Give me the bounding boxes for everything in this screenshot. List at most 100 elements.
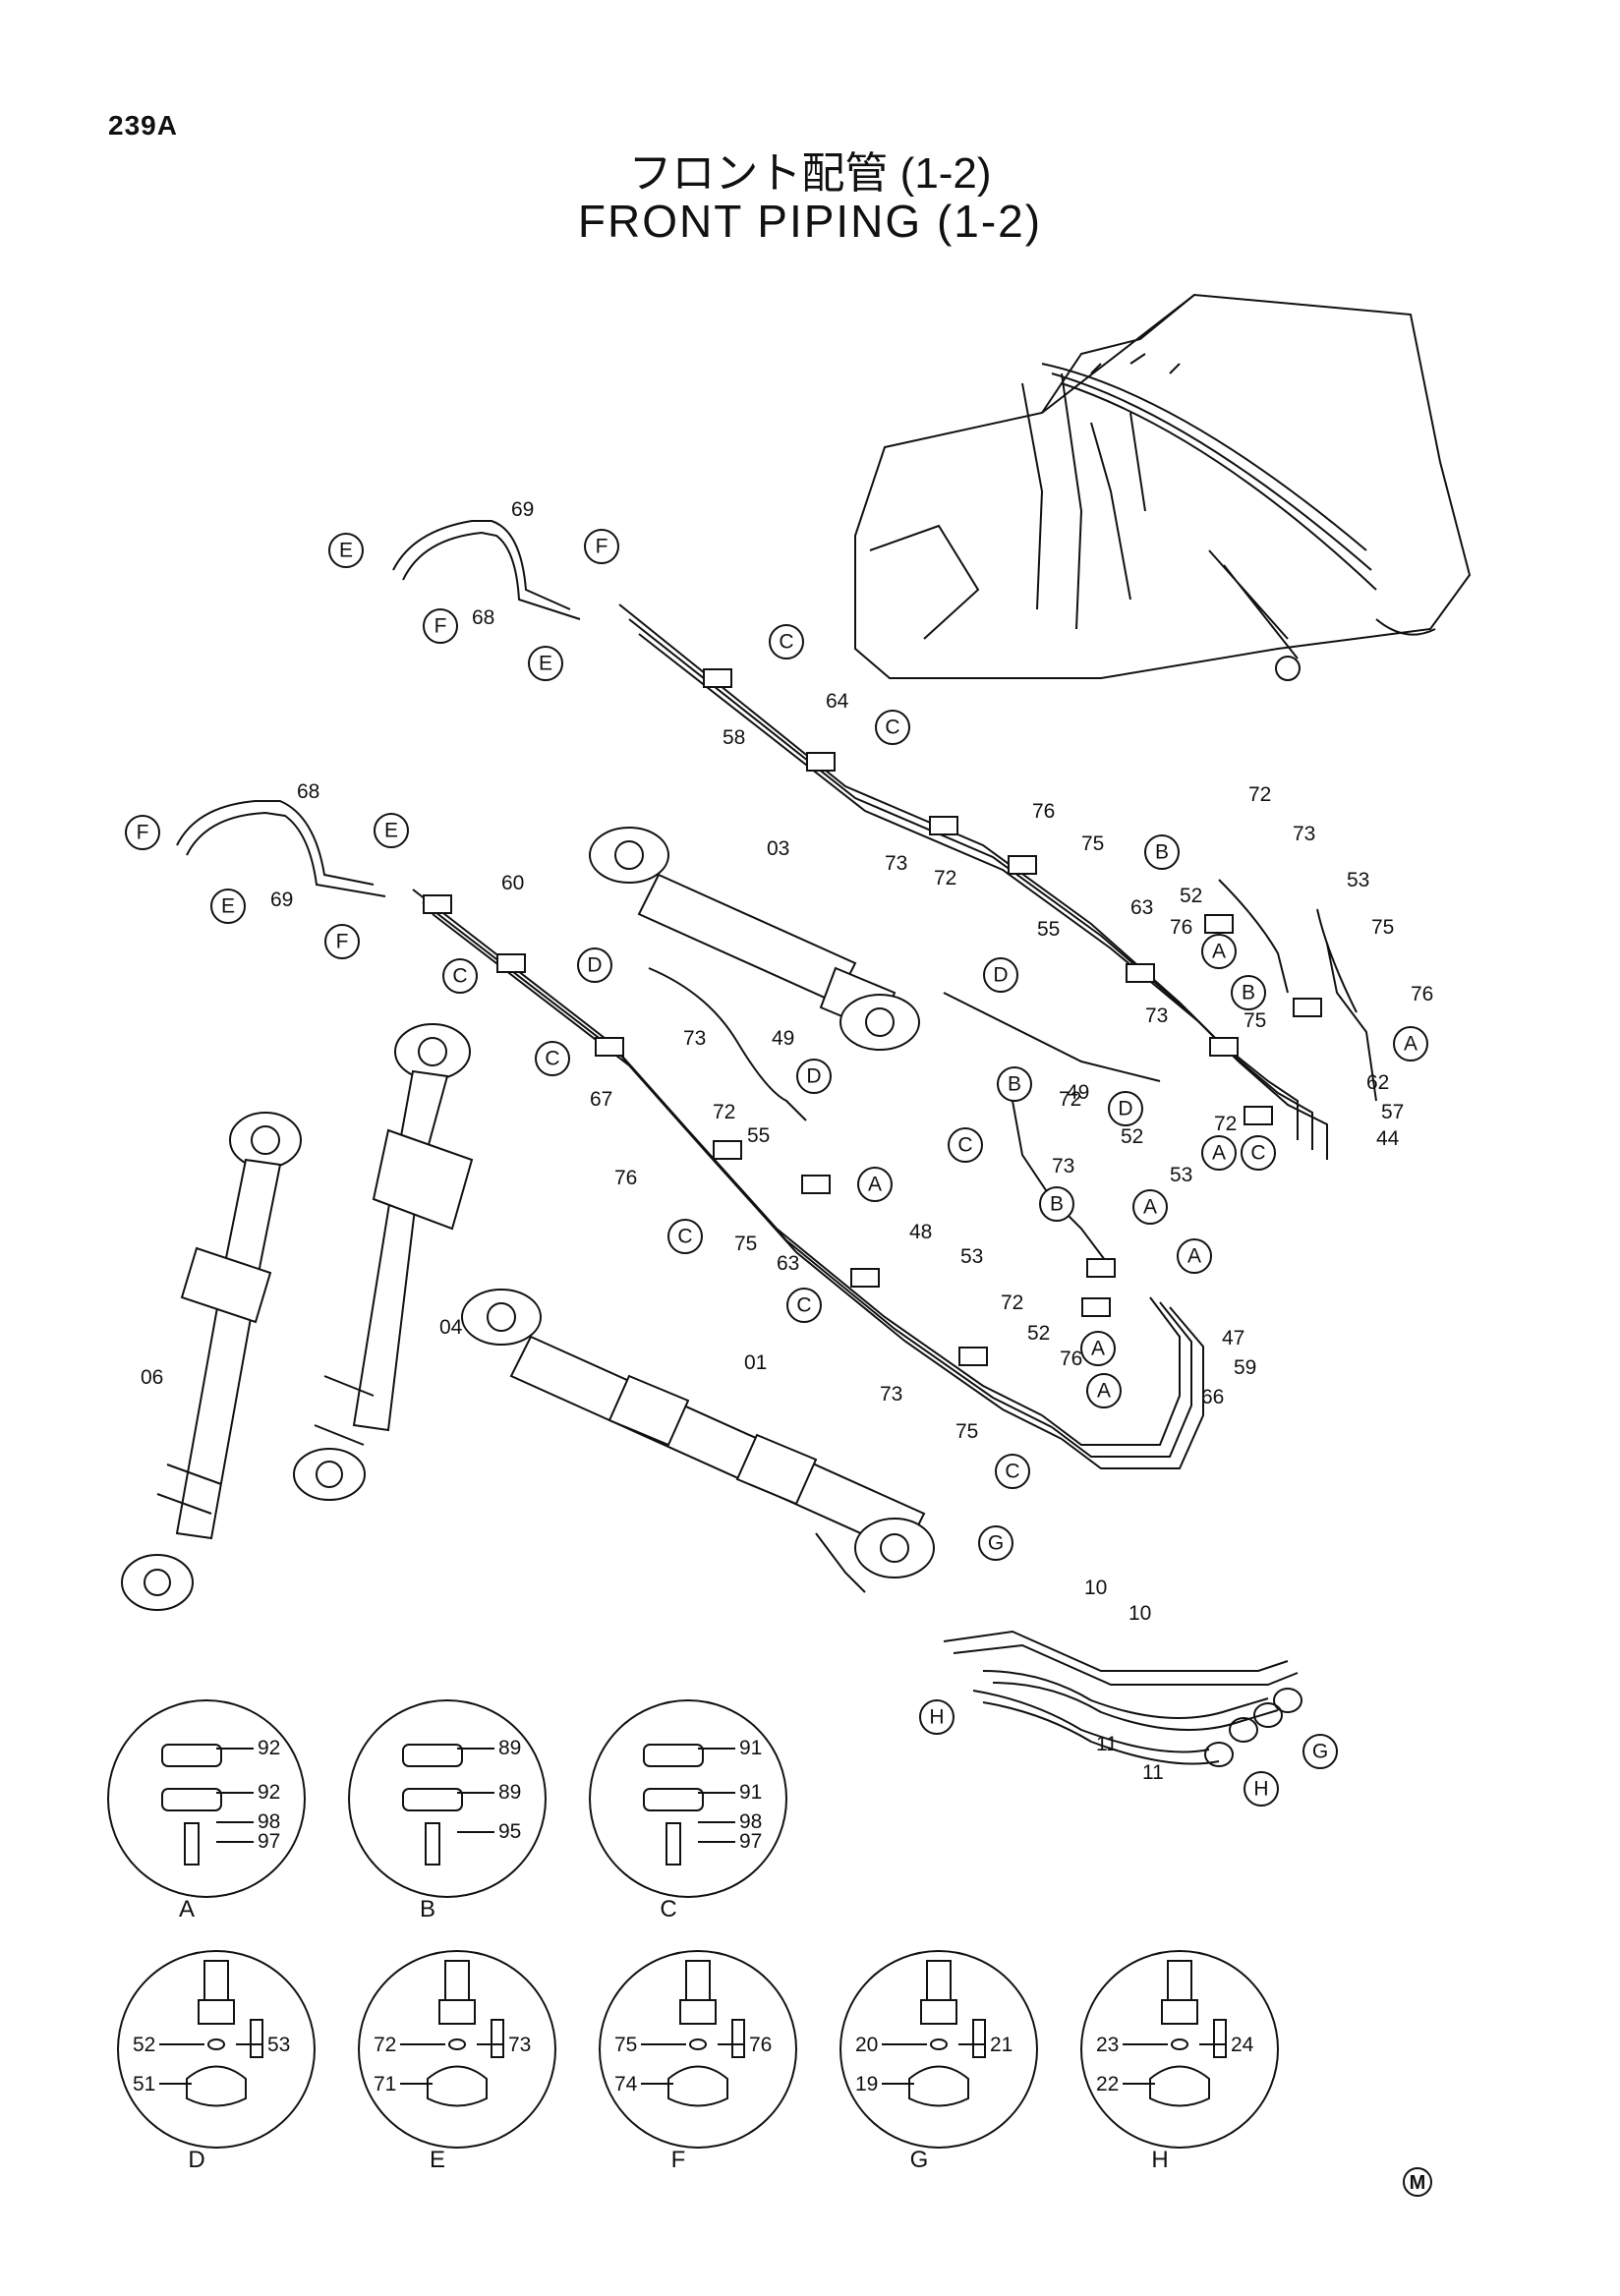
detail-part-label: 92 (258, 1781, 280, 1804)
callout-cylinders-4: 10 (1128, 1602, 1151, 1625)
marker-g-33: G (978, 1525, 1013, 1561)
fitting (926, 1960, 952, 2001)
marker-h-35: H (919, 1699, 955, 1735)
bolt (250, 2019, 263, 2058)
marker-letter: A (1097, 1380, 1111, 1403)
detail-part-label: 23 (1096, 2034, 1119, 2056)
marker-f-6: F (125, 815, 160, 850)
callout-upper_arm-4: 76 (1032, 800, 1055, 823)
detail-part-label: 95 (498, 1820, 521, 1843)
callout-upper_arm-6: 72 (934, 867, 956, 890)
marker-c-32: C (995, 1454, 1030, 1489)
marker-b-23: B (997, 1066, 1032, 1102)
marker-a-31: A (1086, 1373, 1122, 1408)
marker-c-5: C (875, 710, 910, 745)
marker-e-8: E (210, 889, 246, 924)
detail-part-label: 75 (614, 2034, 637, 2056)
marker-a-20: A (1393, 1026, 1428, 1062)
marker-letter: A (868, 1174, 882, 1196)
bolt (731, 2019, 745, 2058)
marker-d-15: D (1108, 1091, 1143, 1126)
callout-upper_arm-25: 72 (1059, 1088, 1081, 1111)
detail-part-label: 89 (498, 1781, 521, 1804)
marker-letter: F (137, 822, 149, 844)
title-english: FRONT PIPING (1-2) (577, 196, 1043, 247)
callout-boom-22: 66 (1201, 1386, 1224, 1408)
callout-cylinders-3: 10 (1084, 1577, 1107, 1599)
marker-letter: G (1312, 1741, 1328, 1763)
marker-letter: C (677, 1226, 692, 1248)
callout-cylinders-6: 11 (1142, 1761, 1164, 1784)
callout-boom-15: 72 (1001, 1292, 1023, 1314)
marker-e-0: E (328, 533, 364, 568)
marker-f-2: F (423, 608, 458, 644)
callout-boom-17: 76 (1060, 1348, 1082, 1370)
marker-letter: C (796, 1294, 811, 1317)
marker-letter: B (1050, 1193, 1064, 1216)
marker-letter: B (1155, 841, 1169, 864)
callout-boom-16: 52 (1027, 1322, 1050, 1345)
callout-boom-7: 72 (713, 1101, 735, 1123)
callout-boom-3: 03 (767, 837, 789, 860)
callout-upper_arm-1: 68 (472, 606, 494, 629)
boom-cylinder-01 (461, 1289, 935, 1593)
marker-c-16: C (948, 1127, 983, 1163)
detail-part-label: 98 (739, 1810, 762, 1833)
marker-letter: A (1091, 1338, 1105, 1360)
marker-letter: A (1212, 941, 1226, 963)
o-ring (689, 2038, 707, 2050)
hoses-10-11 (943, 1630, 1302, 1767)
title-japanese: フロント配管 (1-2) (628, 149, 992, 198)
marker-a-26: A (1132, 1189, 1168, 1225)
detail-part-label: 19 (855, 2073, 878, 2095)
marker-letter: E (339, 540, 353, 562)
callout-cylinders-2: 01 (744, 1351, 767, 1374)
callout-upper_arm-14: 75 (1371, 916, 1394, 939)
detail-part-label: 52 (133, 2034, 155, 2056)
callout-boom-18: 73 (880, 1383, 902, 1406)
callout-upper_arm-20: 57 (1381, 1101, 1404, 1123)
bolt (184, 1822, 200, 1866)
callout-boom-2: 60 (501, 872, 524, 894)
callout-cylinders-1: 06 (141, 1366, 163, 1389)
marker-d-14: D (796, 1059, 832, 1094)
marker-letter: C (452, 965, 467, 988)
callout-upper_arm-18: 76 (1411, 983, 1433, 1005)
bolt (1213, 2019, 1227, 2058)
fitting (685, 1960, 711, 2001)
o-ring (1171, 2038, 1188, 2050)
callout-boom-20: 47 (1222, 1327, 1244, 1349)
callout-boom-19: 75 (955, 1420, 978, 1443)
split-flange (1149, 2065, 1210, 2107)
clamp-upper (643, 1744, 704, 1767)
callout-upper_arm-26: 73 (1052, 1155, 1074, 1177)
page-code: 239A (108, 110, 178, 141)
detail-view-letter: A (179, 1896, 195, 1923)
fitting (1167, 1960, 1192, 2001)
bolt (425, 1822, 440, 1866)
callout-upper_arm-24: 53 (1170, 1164, 1192, 1186)
callout-upper_arm-13: 52 (1180, 885, 1202, 907)
marker-letter: A (1404, 1033, 1418, 1056)
detail-part-label: 73 (508, 2034, 531, 2056)
detail-part-label: 89 (498, 1737, 521, 1759)
callout-upper_arm-17: 75 (1244, 1009, 1266, 1032)
callout-boom-1: 69 (270, 889, 293, 911)
clamp-lower (402, 1788, 463, 1811)
bolt (665, 1822, 681, 1866)
callout-upper_arm-19: 62 (1366, 1071, 1389, 1094)
fitting-body (1161, 1999, 1198, 2025)
marker-letter: B (1242, 982, 1255, 1004)
marker-b-25: B (1039, 1186, 1074, 1222)
corner-mark: M (1410, 2172, 1426, 2194)
clamp-lower (643, 1788, 704, 1811)
clamp-upper (161, 1744, 222, 1767)
marker-letter: C (957, 1134, 972, 1157)
callout-upper_arm-0: 69 (511, 498, 534, 521)
marker-letter: E (384, 820, 398, 842)
